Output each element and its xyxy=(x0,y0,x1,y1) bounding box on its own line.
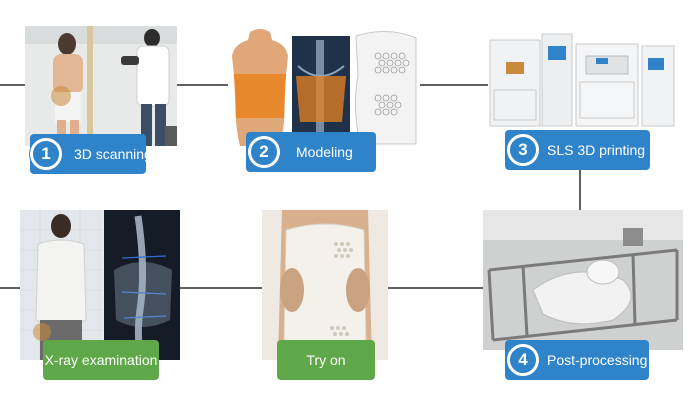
scanning-scene-illustration xyxy=(25,26,177,146)
modeling-renders-illustration xyxy=(228,26,420,146)
step-label-modeling: 2 Modeling xyxy=(246,132,376,172)
step-label-text: 3D scanning xyxy=(74,146,152,162)
step-label-text: Post-processing xyxy=(547,352,648,368)
step-label-text: SLS 3D printing xyxy=(547,142,646,158)
photo-post-processing xyxy=(483,210,683,350)
photo-sls-printing xyxy=(488,32,676,132)
post-processing-illustration xyxy=(483,210,683,350)
step-number-badge: 3 xyxy=(507,134,539,166)
photo-modeling xyxy=(228,26,420,146)
result-label-xray-examination: X-ray examination xyxy=(43,340,159,380)
result-label-try-on: Try on xyxy=(277,340,375,380)
photo-try-on xyxy=(262,210,388,360)
step-label-3d-scanning: 1 3D scanning xyxy=(30,134,152,174)
step-number-badge: 2 xyxy=(248,136,280,168)
step-label-post-processing: 4 Post-processing xyxy=(505,340,649,380)
step-number-badge: 1 xyxy=(30,138,62,170)
step-label-sls-printing: 3 SLS 3D printing xyxy=(505,130,650,170)
try-on-illustration xyxy=(262,210,388,360)
photo-xray-examination xyxy=(20,210,180,360)
step-number-badge: 4 xyxy=(507,344,539,376)
xray-examination-illustration xyxy=(20,210,180,360)
photo-3d-scanning xyxy=(25,26,177,146)
sls-machines-illustration xyxy=(488,32,676,132)
step-label-text: Modeling xyxy=(296,144,353,160)
